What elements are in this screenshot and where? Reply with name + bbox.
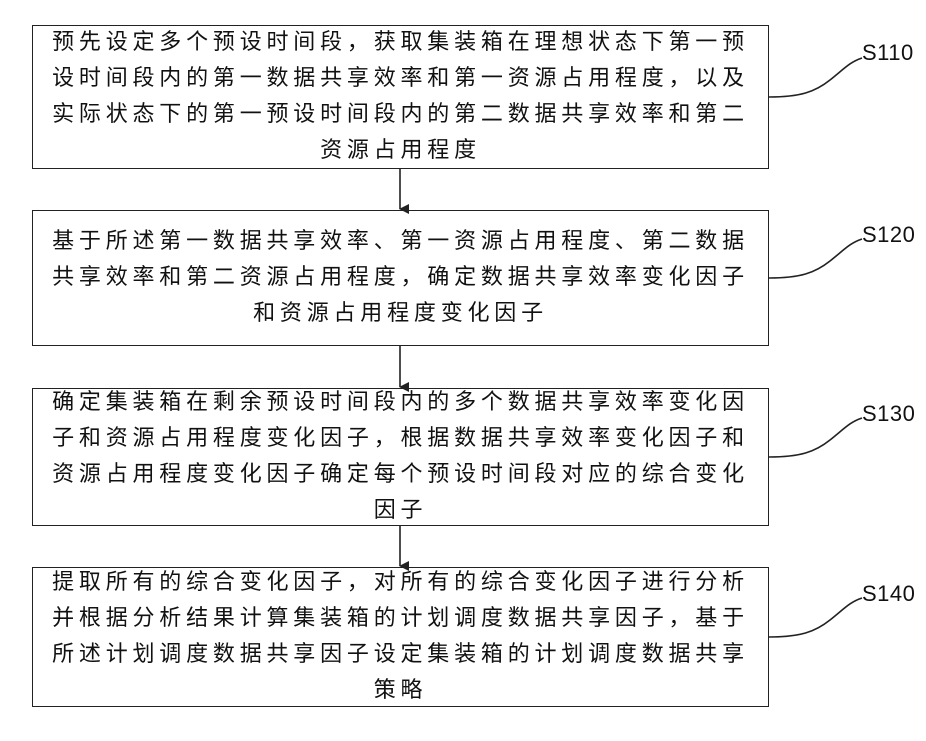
leader-line-s140	[769, 598, 862, 637]
leader-line-s120	[769, 239, 862, 278]
leader-line-s130	[769, 418, 862, 457]
leader-line-s110	[769, 58, 862, 97]
